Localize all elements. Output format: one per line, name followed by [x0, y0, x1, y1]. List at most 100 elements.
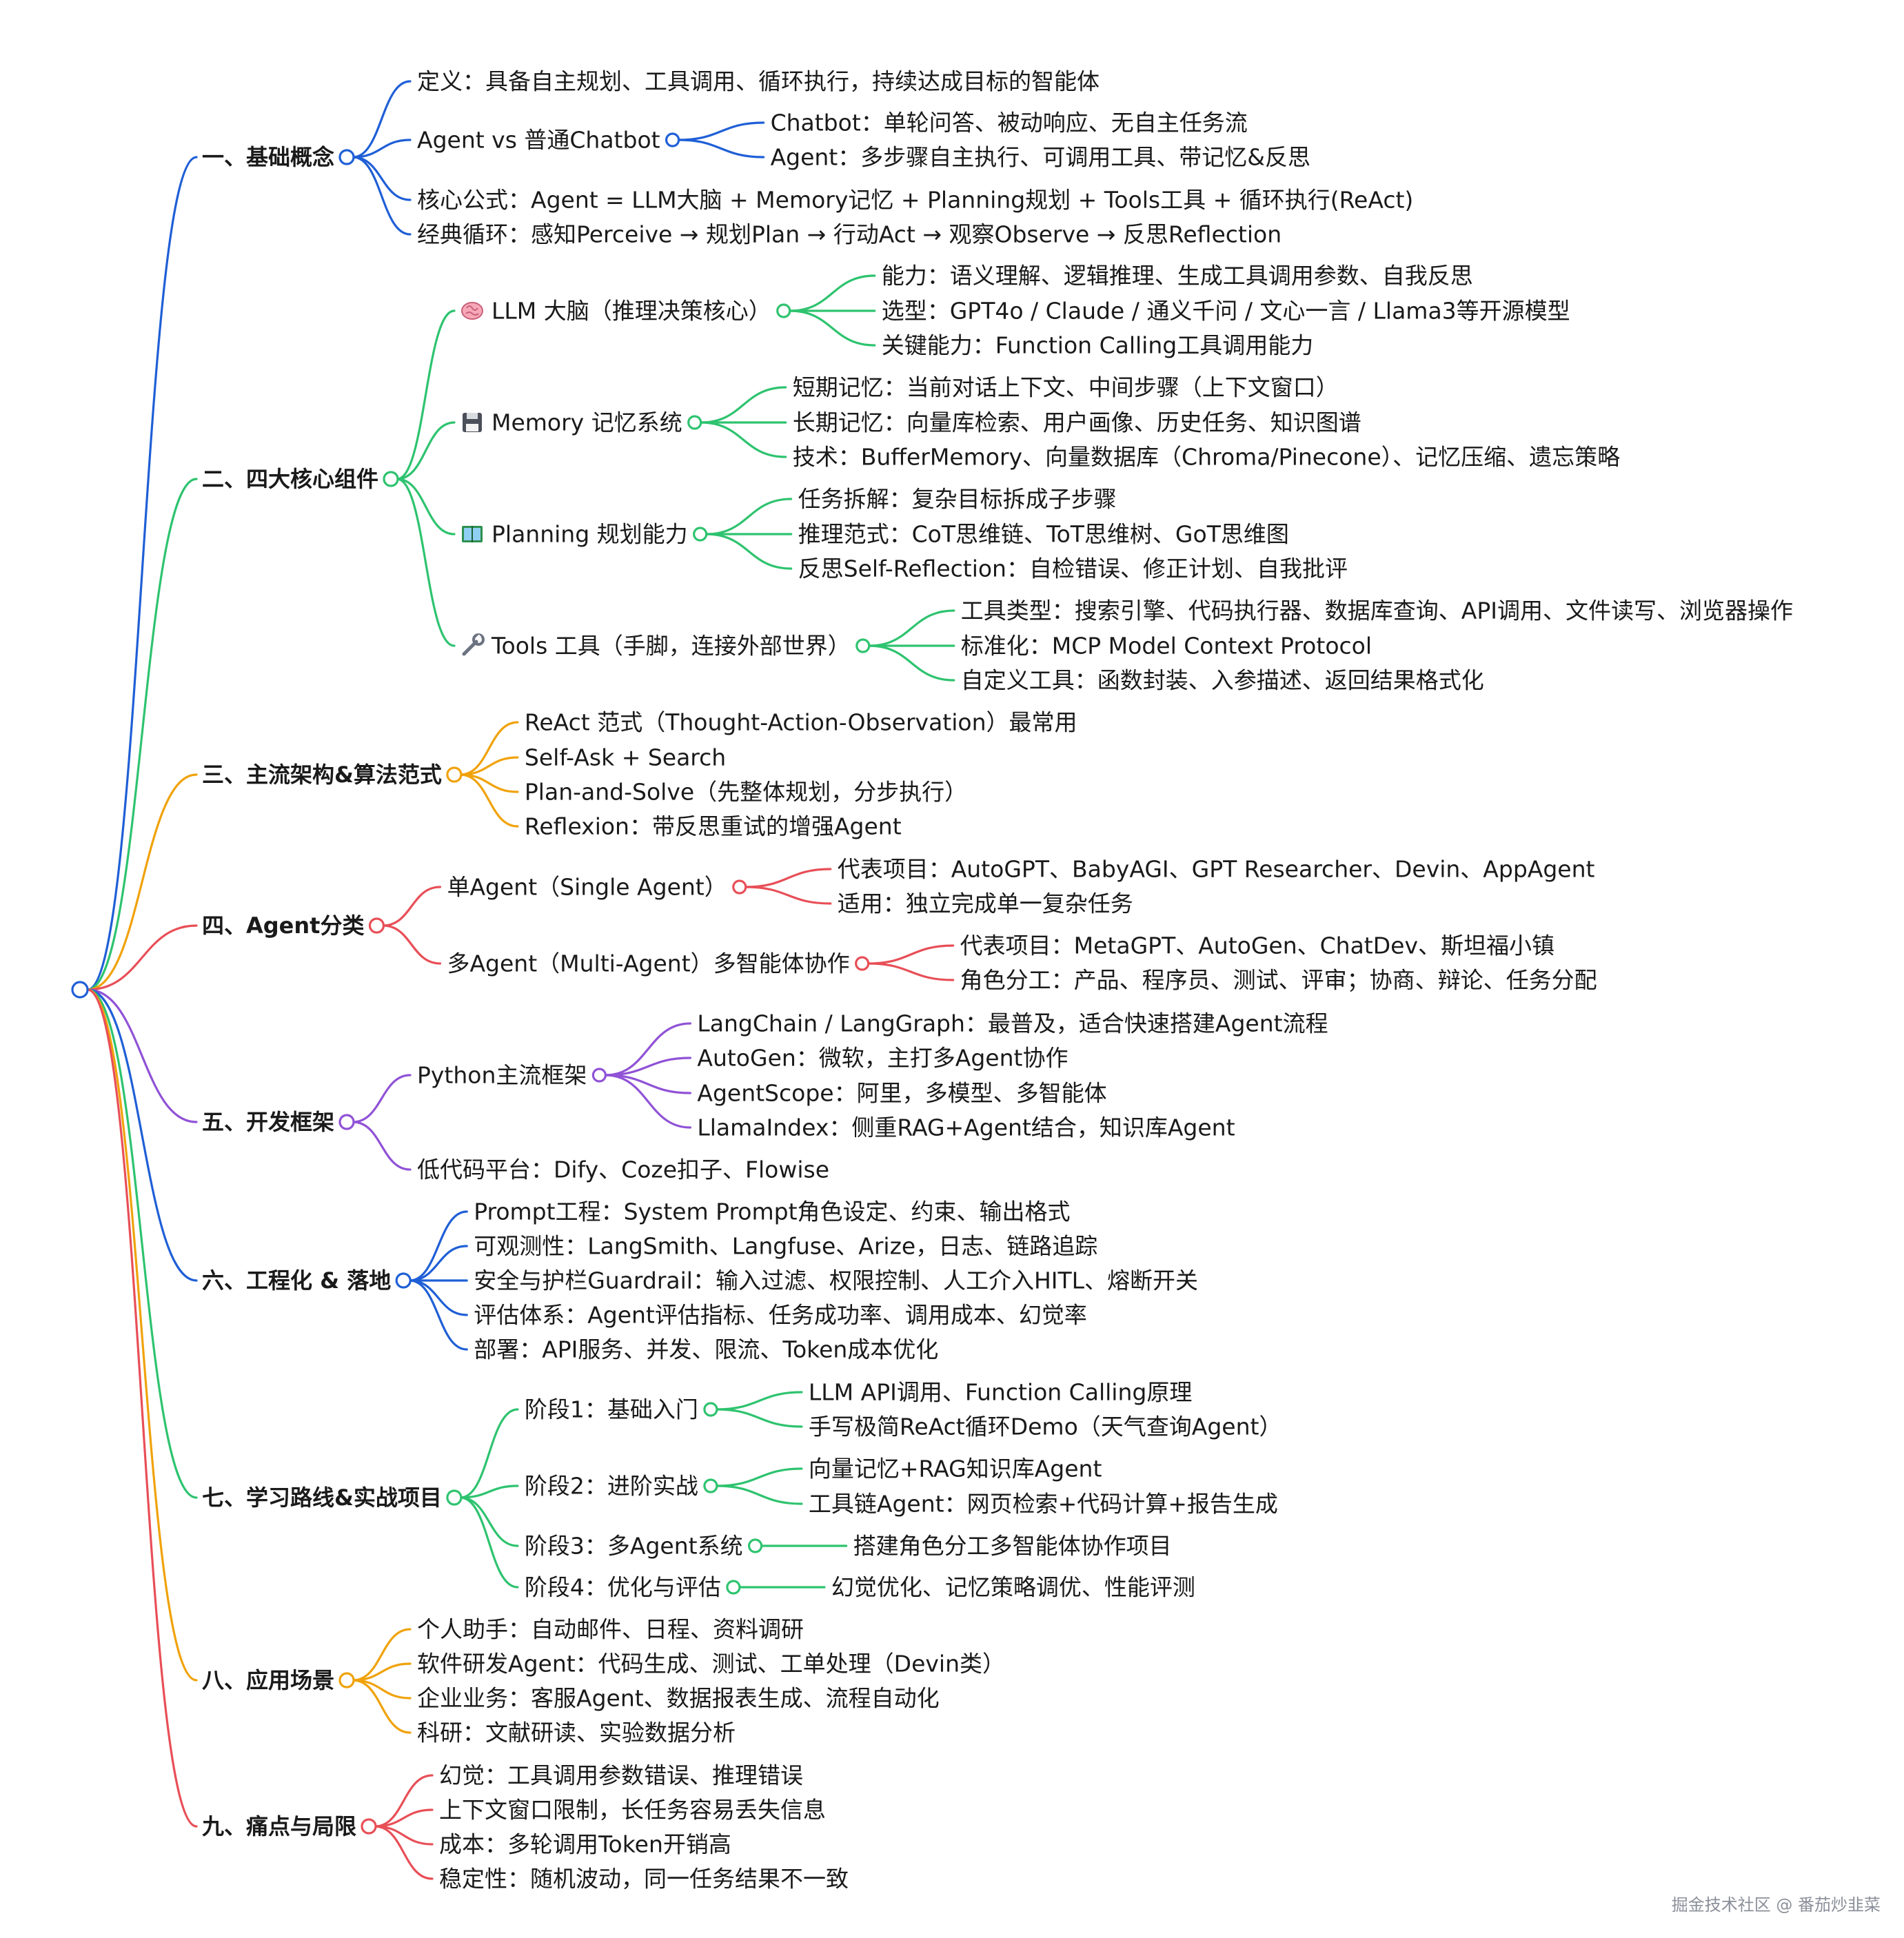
edge-branch-8-to-item-1	[352, 1628, 412, 1682]
branch-2-item-3-sub-1: 任务拆解：复杂目标拆成子步骤	[798, 486, 1117, 513]
branch-7-item-3-node[interactable]	[747, 1538, 763, 1553]
edge-branch-7-to-item-3	[459, 1496, 519, 1547]
branch-2-item-1-sub-1: 能力：语义理解、逻辑推理、生成工具调用参数、自我反思	[882, 263, 1473, 289]
branch-4-item-2-node[interactable]	[855, 956, 870, 971]
branch-7-item-2-sub-2: 工具链Agent：网页检索+代码计算+报告生成	[809, 1491, 1278, 1518]
branch-8-node[interactable]	[338, 1672, 355, 1689]
branch-9-item-3: 成本：多轮调用Token开销高	[439, 1831, 731, 1858]
mind-map-labels: 一、基础概念定义：具备自主规划、工具调用、循环执行，持续达成目标的智能体Agen…	[202, 68, 1793, 1893]
branch-7-node[interactable]	[446, 1489, 463, 1506]
edge-branch-3-to-item-2	[459, 756, 519, 776]
branch-7-title: 七、学习路线&实战项目	[202, 1485, 442, 1511]
branch-5-node[interactable]	[338, 1114, 355, 1130]
branch-1-title: 一、基础概念	[202, 144, 334, 170]
branch-7-item-3-sub-1: 搭建角色分工多智能体协作项目	[853, 1533, 1172, 1560]
branch-6-node[interactable]	[395, 1272, 412, 1289]
root-node[interactable]	[71, 981, 89, 999]
edge-item-5-1-to-sub-4	[604, 1074, 691, 1129]
edge-branch-6-to-item-4	[408, 1279, 468, 1316]
branch-4-title: 四、Agent分类	[202, 912, 364, 939]
branch-7-item-4-node[interactable]	[726, 1580, 741, 1595]
edge-item-1-2-to-sub-2	[677, 139, 765, 159]
branch-1-item-4: 经典循环：感知Perceive → 规划Plan → 行动Act → 观察Obs…	[417, 221, 1282, 248]
branch-5-item-1-node[interactable]	[591, 1068, 607, 1083]
branch-7-item-1-node[interactable]	[703, 1402, 718, 1417]
branch-2-item-1-sub-3: 关键能力：Function Calling工具调用能力	[882, 332, 1313, 359]
branch-2-item-1-node[interactable]	[776, 303, 791, 318]
branch-6-item-1: Prompt工程：System Prompt角色设定、约束、输出格式	[474, 1198, 1070, 1225]
branch-2-node[interactable]	[383, 471, 399, 487]
branch-2-item-3-node[interactable]	[693, 527, 708, 542]
edge-branch-5-to-item-2	[352, 1121, 412, 1171]
branch-9-node[interactable]	[361, 1818, 377, 1835]
edge-branch-7-to-item-4	[459, 1496, 519, 1589]
edge-branch-2-to-item-2	[396, 421, 456, 480]
edge-item-2-3-to-sub-3	[705, 533, 793, 570]
branch-4-node[interactable]	[368, 917, 385, 934]
branch-1-node[interactable]	[338, 149, 355, 165]
branch-3-title: 三、主流架构&算法范式	[202, 762, 442, 788]
branch-3-node[interactable]	[446, 766, 463, 783]
edge-branch-3-to-item-4	[459, 773, 519, 828]
branch-8-item-2: 软件研发Agent：代码生成、测试、工单处理（Devin类）	[417, 1651, 1005, 1677]
branch-2-title: 二、四大核心组件	[202, 466, 378, 492]
branch-9-item-2: 上下文窗口限制，长任务容易丢失信息	[439, 1797, 826, 1824]
branch-2-item-4: Tools 工具（手脚，连接外部世界）	[491, 633, 851, 660]
watermark: 掘金技术社区 @ 番茄炒韭菜	[1672, 1895, 1881, 1915]
branch-7-item-2-sub-1: 向量记忆+RAG知识库Agent	[809, 1456, 1102, 1482]
mind-map-edges	[86, 80, 955, 1880]
branch-1-item-2-sub-2: Agent：多步骤自主执行、可调用工具、带记忆&反思	[771, 144, 1310, 171]
branch-2-item-4-node[interactable]	[855, 638, 871, 653]
edge-branch-5-to-item-1	[352, 1074, 412, 1123]
branch-9-item-4: 稳定性：随机波动，同一任务结果不一致	[439, 1866, 849, 1893]
branch-2-item-2-node[interactable]	[687, 415, 702, 430]
edge-item-5-1-to-sub-3	[604, 1074, 691, 1094]
branch-3-item-1: ReAct 范式（Thought-Action-Observation）最常用	[525, 709, 1077, 736]
edge-item-7-2-to-sub-2	[716, 1485, 803, 1505]
edge-item-5-1-to-sub-2	[604, 1057, 691, 1077]
edge-branch-8-to-item-4	[352, 1679, 412, 1734]
branch-5-title: 五、开发框架	[202, 1109, 334, 1135]
branch-6-item-5: 部署：API服务、并发、限流、Token成本优化	[474, 1336, 938, 1363]
edge-branch-9-to-item-1	[374, 1774, 434, 1828]
book-icon	[462, 526, 483, 542]
branch-9-title: 九、痛点与局限	[202, 1813, 356, 1839]
edge-root-to-branch-9	[86, 988, 198, 1828]
branch-2-item-3-sub-3: 反思Self-Reflection：自检错误、修正计划、自我批评	[798, 555, 1348, 582]
branch-3-item-2: Self-Ask + Search	[525, 744, 726, 771]
branch-1-item-2-node[interactable]	[665, 132, 680, 147]
branch-7-item-1-sub-2: 手写极简ReAct循环Demo（天气查询Agent）	[809, 1414, 1282, 1440]
branch-4-item-2: 多Agent（Multi-Agent）多智能体协作	[447, 950, 849, 977]
mind-map-nodes	[71, 132, 871, 1835]
edge-branch-2-to-item-1	[396, 309, 456, 480]
edge-root-to-branch-5	[86, 988, 198, 1123]
edge-branch-7-to-item-1	[459, 1408, 519, 1499]
branch-4-item-1-sub-2: 适用：独立完成单一复杂任务	[838, 890, 1133, 917]
branch-5-item-1-sub-1: LangChain / LangGraph：最普及，适合快速搭建Agent流程	[697, 1010, 1328, 1037]
branch-1-item-2-sub-1: Chatbot：单轮问答、被动响应、无自主任务流	[771, 110, 1248, 136]
edge-item-2-1-to-sub-3	[789, 309, 876, 347]
branch-4-item-1-node[interactable]	[732, 879, 747, 895]
edge-root-to-branch-2	[86, 478, 198, 991]
branch-7-item-2-node[interactable]	[703, 1478, 718, 1493]
edge-item-7-1-to-sub-2	[716, 1408, 803, 1428]
edge-item-5-1-to-sub-1	[604, 1022, 691, 1077]
edge-branch-9-to-item-2	[374, 1808, 434, 1828]
edge-root-to-branch-4	[86, 924, 198, 991]
edge-branch-6-to-item-2	[408, 1245, 468, 1282]
edge-branch-4-to-item-1	[381, 886, 442, 927]
edge-item-4-1-to-sub-1	[745, 868, 832, 888]
edge-item-2-4-to-sub-1	[868, 609, 955, 647]
branch-9-item-1: 幻觉：工具调用参数错误、推理错误	[439, 1762, 803, 1789]
edge-item-7-1-to-sub-1	[716, 1391, 803, 1411]
branch-7-item-1: 阶段1：基础入门	[525, 1396, 698, 1423]
edge-branch-2-to-item-4	[396, 478, 456, 647]
branch-2-item-4-sub-2: 标准化：MCP Model Context Protocol	[961, 633, 1372, 660]
edge-item-1-2-to-sub-1	[677, 121, 765, 141]
edge-root-to-branch-1	[86, 156, 198, 991]
branch-5-item-1: Python主流框架	[417, 1062, 587, 1089]
edge-item-2-4-to-sub-3	[868, 644, 955, 682]
edge-item-2-1-to-sub-1	[789, 274, 876, 312]
edge-branch-1-to-item-1	[352, 80, 412, 159]
